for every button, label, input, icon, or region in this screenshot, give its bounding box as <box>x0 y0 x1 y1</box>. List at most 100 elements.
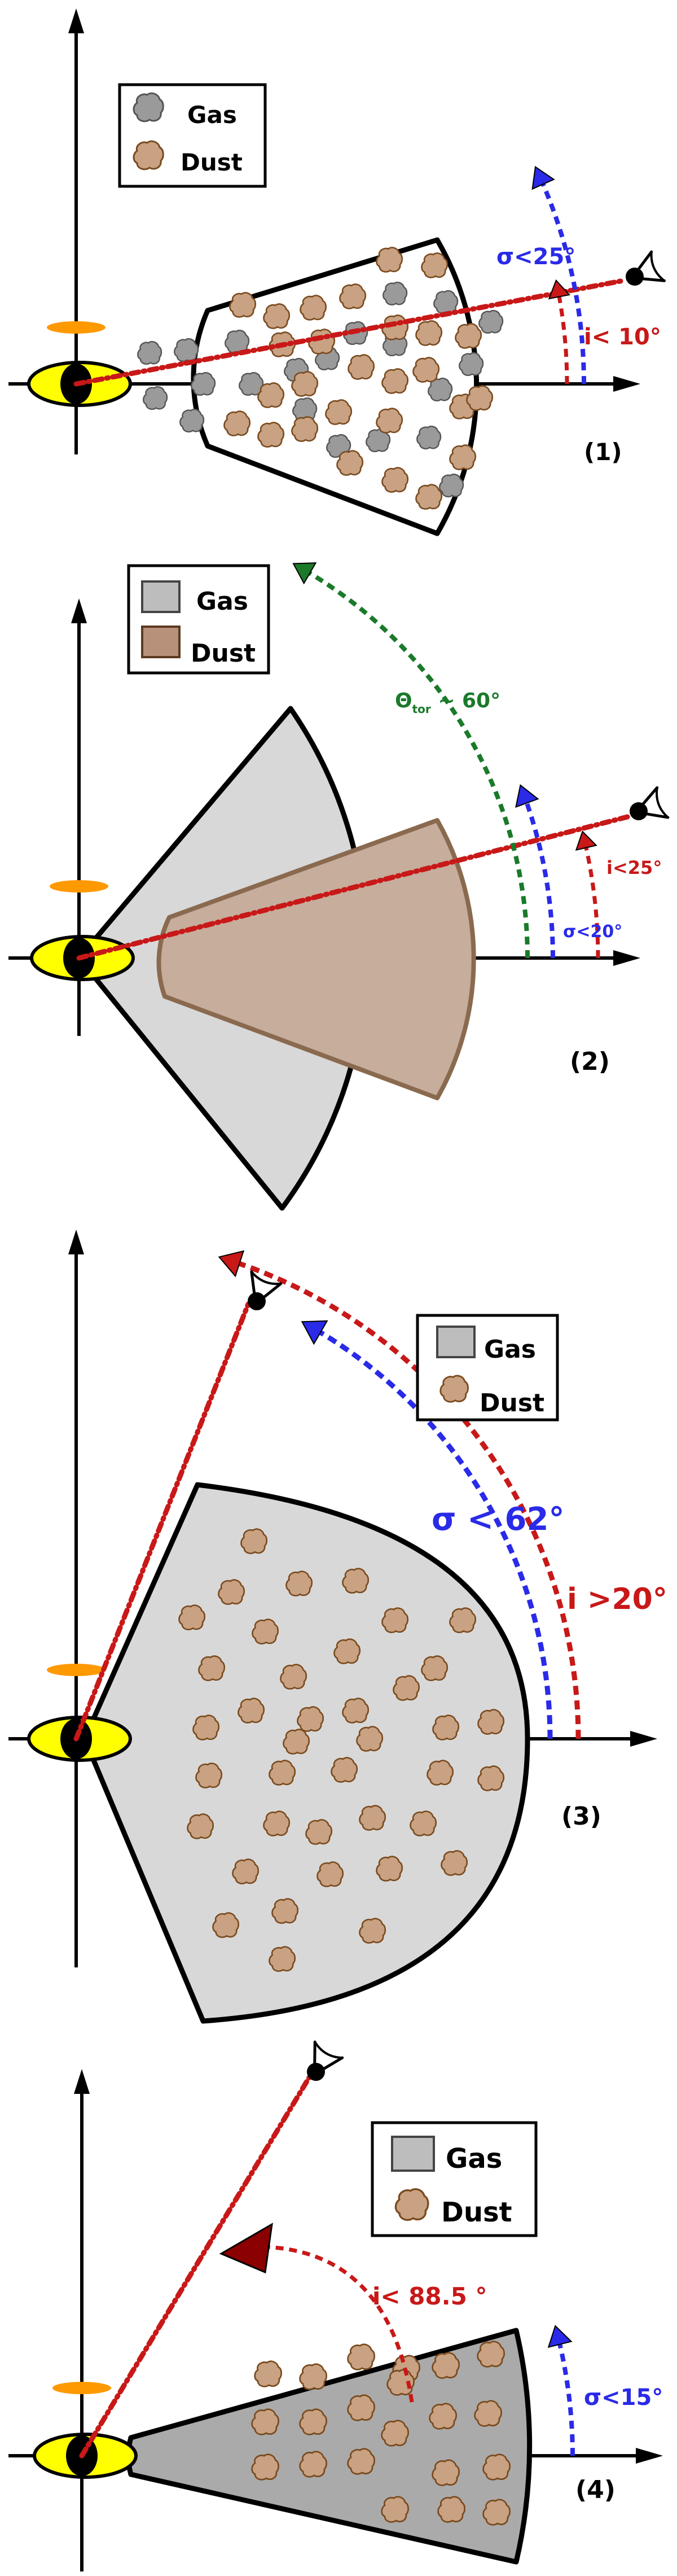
dust-cloud <box>393 1675 420 1701</box>
sigma-label: σ<20° <box>563 922 622 942</box>
gas-cloud <box>179 408 205 433</box>
inclination-arc-head <box>219 2223 273 2274</box>
dust-cloud <box>342 1698 370 1724</box>
inclination-label: i >20° <box>567 1582 667 1616</box>
dust-cloud <box>339 283 367 309</box>
agn-nucleus <box>27 321 132 407</box>
sigma-arc <box>311 1326 553 1739</box>
gas-cloud <box>382 281 408 306</box>
legend-box: Gas Dust <box>118 83 267 188</box>
dust-cloud <box>376 247 403 273</box>
inclination-label: i<25° <box>606 857 662 878</box>
dust-cloud <box>381 2496 410 2523</box>
dust-cloud <box>410 1810 437 1836</box>
observer-eye-icon <box>248 1270 283 1310</box>
dust-cloud <box>415 320 443 346</box>
dust-cloud <box>336 450 364 476</box>
dust-cloud <box>381 1607 409 1633</box>
line-of-sight <box>73 278 626 387</box>
dust-cloud <box>218 1579 245 1605</box>
dust-cloud <box>198 1655 226 1681</box>
dust-cloud <box>251 2408 280 2435</box>
panel-number: (3) <box>561 1802 601 1831</box>
agn-nucleus <box>27 1664 132 1762</box>
legend-dust-label: Dust <box>181 148 243 176</box>
dust-cloud <box>482 2453 511 2481</box>
dust-cloud <box>441 1850 468 1876</box>
dust-cloud <box>187 1813 214 1839</box>
gas-cloud <box>142 386 168 410</box>
dust-cloud <box>474 2400 503 2427</box>
dust-cloud <box>437 2496 466 2523</box>
sigma-arc <box>538 176 586 384</box>
dust-cloud <box>381 2420 410 2447</box>
dust-cloud <box>477 1765 505 1791</box>
dust-cloud <box>333 1638 361 1664</box>
gas-cloud <box>190 371 216 396</box>
dust-cloud <box>285 1571 313 1597</box>
sigma-label: σ < 62° <box>432 1501 564 1538</box>
theta-arc-head <box>292 562 317 585</box>
legend-box: Gas Dust <box>416 1314 559 1422</box>
dust-cloud <box>280 1664 307 1690</box>
dust-cloud <box>299 2451 328 2478</box>
dust-cloud <box>291 371 319 397</box>
dust-cloud <box>432 2459 460 2486</box>
dust-cloud <box>291 416 319 442</box>
observer-eye-icon <box>626 250 666 286</box>
dust-cloud <box>252 1619 279 1645</box>
dust-cloud <box>212 1912 240 1938</box>
sigma-arc-head <box>531 165 555 190</box>
panel-1: Gas Dust σ<25° i< 10° (1) <box>8 8 666 536</box>
legend-gas-label: Gas <box>446 2143 502 2175</box>
dust-cloud <box>455 323 482 349</box>
dust-cloud <box>240 1528 268 1554</box>
dust-cloud <box>432 2352 460 2379</box>
theta-arc <box>302 567 530 959</box>
legend-box: Gas Dust <box>127 564 270 675</box>
clumpy-cone <box>82 1482 530 2024</box>
gas-cloud <box>173 338 199 362</box>
dust-cloud <box>482 2499 511 2526</box>
inclination-label: i< 88.5 ° <box>372 2282 487 2310</box>
dust-cloud <box>432 1715 460 1740</box>
inclination-arc-head <box>548 279 571 300</box>
accretion-ring <box>47 1664 105 1676</box>
theta-tor-label: Θtor ~ 60° <box>395 689 500 716</box>
dust-cloud <box>300 295 327 321</box>
panel-number: (1) <box>584 438 622 466</box>
dust-cloud <box>263 303 291 329</box>
angle-arcs <box>76 562 670 961</box>
dust-cloud <box>263 1810 291 1836</box>
sigma-arc <box>556 2336 575 2456</box>
gas-cloud <box>458 352 484 377</box>
dust-cloud <box>331 1757 358 1783</box>
dust-cloud <box>229 292 257 318</box>
dust-cloud <box>257 382 285 408</box>
dust-cloud <box>477 2341 505 2368</box>
dust-cloud <box>359 1918 386 1944</box>
dust-cloud <box>381 368 409 394</box>
accretion-ring <box>50 880 108 893</box>
dust-cloud <box>342 1568 370 1594</box>
line-of-sight <box>73 1301 251 1742</box>
observer-eye-icon <box>630 786 670 820</box>
observer-eye-icon <box>307 2040 344 2081</box>
dust-cloud <box>347 2394 376 2421</box>
dust-cloud <box>271 1898 299 1924</box>
sigma-arc-head <box>301 1320 328 1345</box>
y-axis-arrow <box>68 8 84 33</box>
accretion-ring <box>47 321 105 334</box>
y-axis-arrow <box>71 598 87 623</box>
dust-cloud <box>223 410 251 436</box>
dust-cloud <box>297 1706 324 1732</box>
gas-cloud <box>137 340 162 365</box>
sigma-arc <box>522 795 555 959</box>
angle-arcs <box>73 1250 581 1742</box>
dust-cloud <box>381 467 409 493</box>
line-of-sight <box>76 814 630 961</box>
line-of-sight <box>79 2075 312 2459</box>
dust-cloud <box>376 408 403 434</box>
dust-cloud <box>427 1760 454 1786</box>
